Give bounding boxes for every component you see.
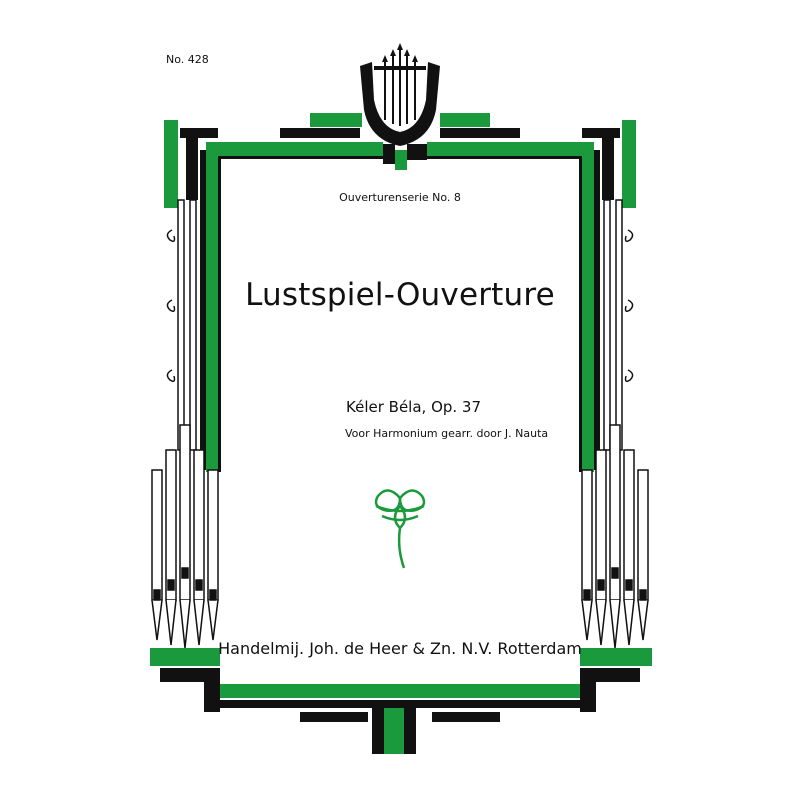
ornament-flourish-icon xyxy=(374,489,426,569)
frame xyxy=(200,113,600,472)
series-label: Ouverturenserie No. 8 xyxy=(339,191,461,204)
publisher-line: Handelmij. Joh. de Heer & Zn. N.V. Rotte… xyxy=(218,639,582,658)
organ-pipes-icon xyxy=(151,424,219,649)
organ-pipes-icon xyxy=(581,424,649,649)
composer-line: Kéler Béla, Op. 37 xyxy=(346,398,482,416)
arranger-line: Voor Harmonium gearr. door J. Nauta xyxy=(345,427,549,440)
catalog-number: No. 428 xyxy=(166,53,209,66)
bottom-frame xyxy=(150,648,652,754)
lyre-icon xyxy=(360,43,440,146)
right-column xyxy=(582,120,636,451)
left-column xyxy=(164,120,218,451)
page-title: Lustspiel-Ouverture xyxy=(245,277,555,313)
